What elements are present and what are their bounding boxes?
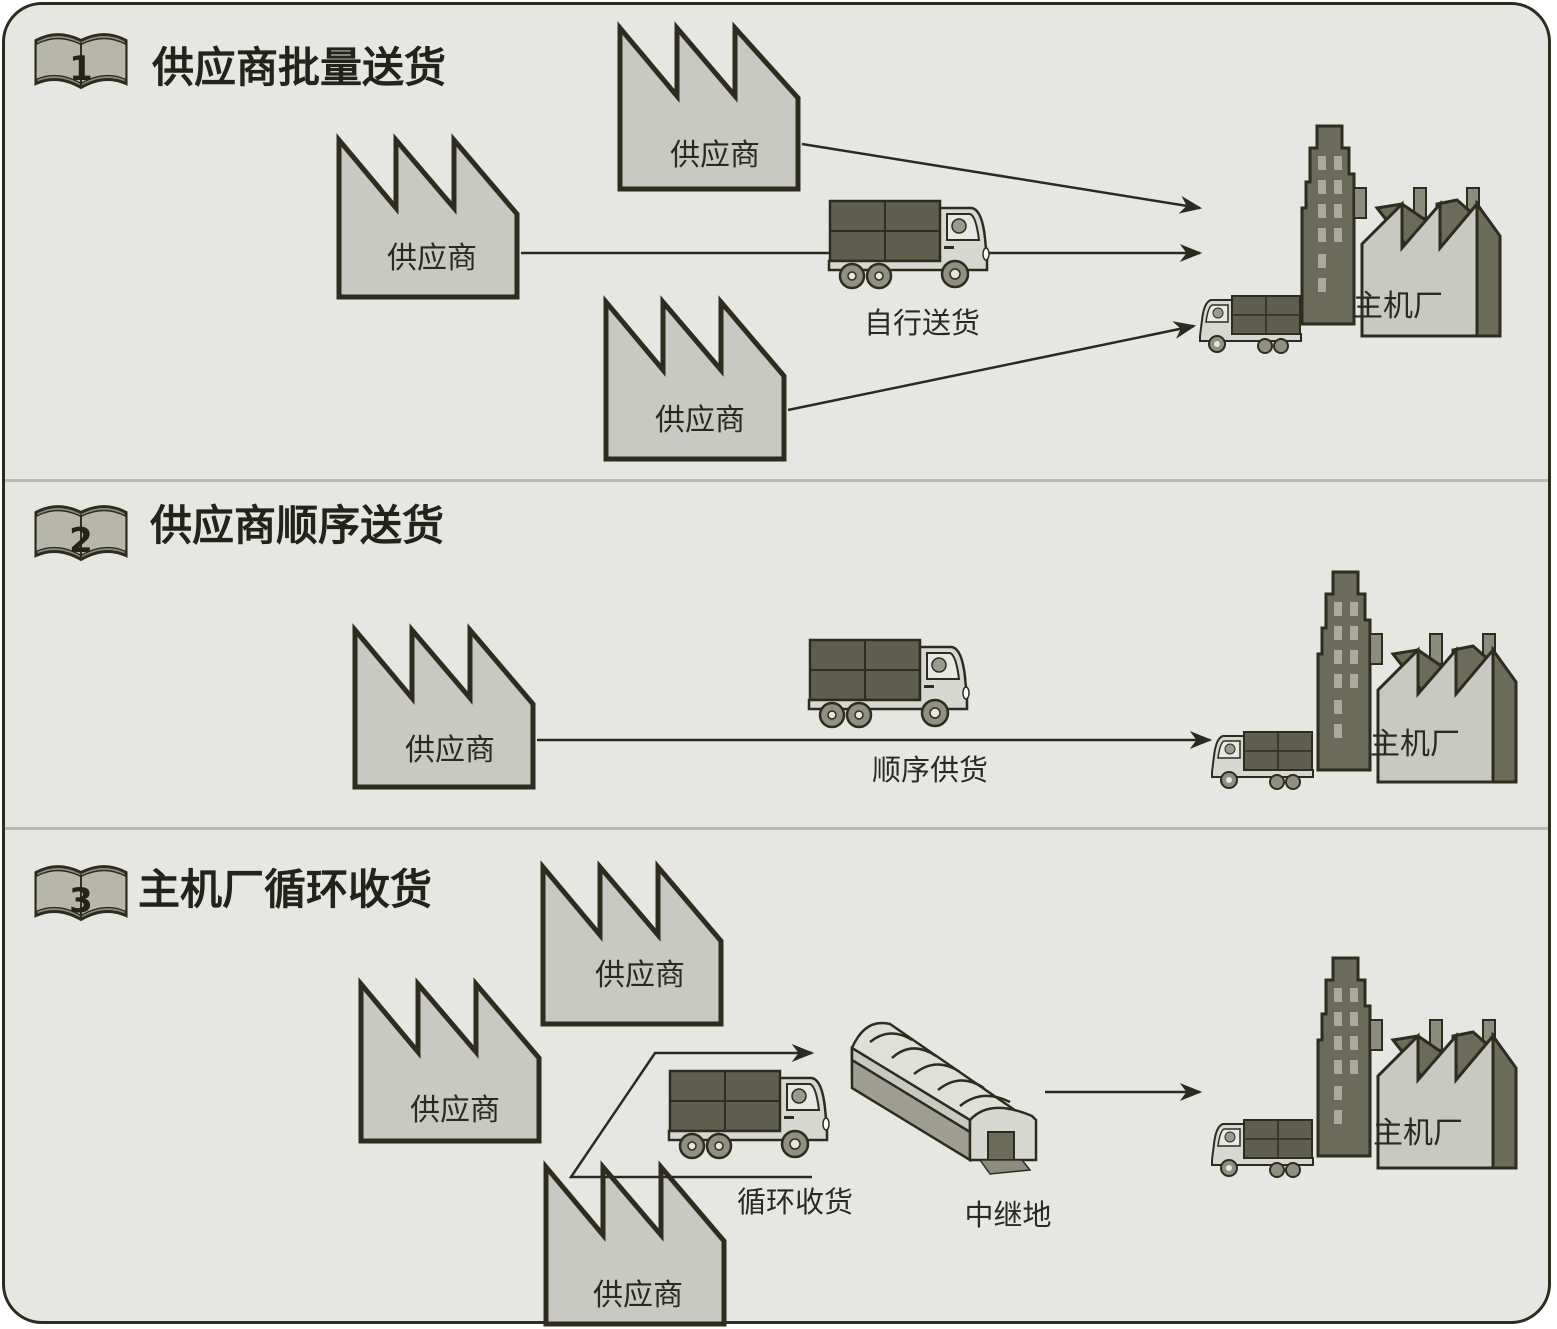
route-label: 顺序供货	[872, 753, 988, 787]
section-2: 2 供应商顺序送货 供应商 顺序供货 主机厂	[34, 501, 1518, 790]
route-label: 循环收货	[737, 1185, 853, 1219]
oem-label: 主机厂	[1373, 1116, 1463, 1151]
section-divider	[5, 827, 1548, 830]
section-divider	[5, 479, 1548, 482]
truck-icon	[1199, 295, 1302, 354]
supplier-label: 供应商	[655, 403, 745, 438]
truck-icon	[1211, 1119, 1314, 1178]
section-number: 2	[69, 521, 93, 561]
section-number: 3	[69, 881, 93, 921]
supplier-factory-icon	[543, 867, 721, 1024]
section-1: 1 供应商批量送货 供应商 供应商 供应商 自行送货 主机厂	[34, 28, 1502, 459]
section-title: 供应商批量送货	[152, 43, 446, 92]
hub-label: 中继地	[964, 1198, 1051, 1232]
supplier-label: 供应商	[387, 241, 477, 276]
truck-icon	[807, 638, 971, 729]
delivery-arrow	[801, 142, 1203, 214]
oem-label: 主机厂	[1353, 289, 1443, 324]
truck-icon	[667, 1069, 831, 1160]
truck-icon	[827, 199, 991, 290]
oem-label: 主机厂	[1370, 727, 1460, 762]
supplier-label: 供应商	[405, 733, 495, 768]
route-label: 自行送货	[864, 306, 980, 340]
delivery-arrow	[787, 321, 1197, 412]
milk-run-arrow	[568, 1044, 815, 1179]
truck-icon	[1211, 731, 1314, 790]
section-number: 1	[69, 49, 93, 89]
section-3: 3 主机厂循环收货 供应商 供应商 供应商 循环收货 中继地 主机厂	[34, 865, 1518, 1324]
supplier-label: 供应商	[410, 1093, 500, 1128]
supplier-label: 供应商	[670, 138, 760, 173]
relay-hub-icon	[850, 1021, 1038, 1176]
section-title: 供应商顺序送货	[150, 501, 444, 550]
supplier-label: 供应商	[595, 958, 685, 993]
supplier-label: 供应商	[593, 1278, 683, 1313]
section-title: 主机厂循环收货	[138, 865, 432, 914]
